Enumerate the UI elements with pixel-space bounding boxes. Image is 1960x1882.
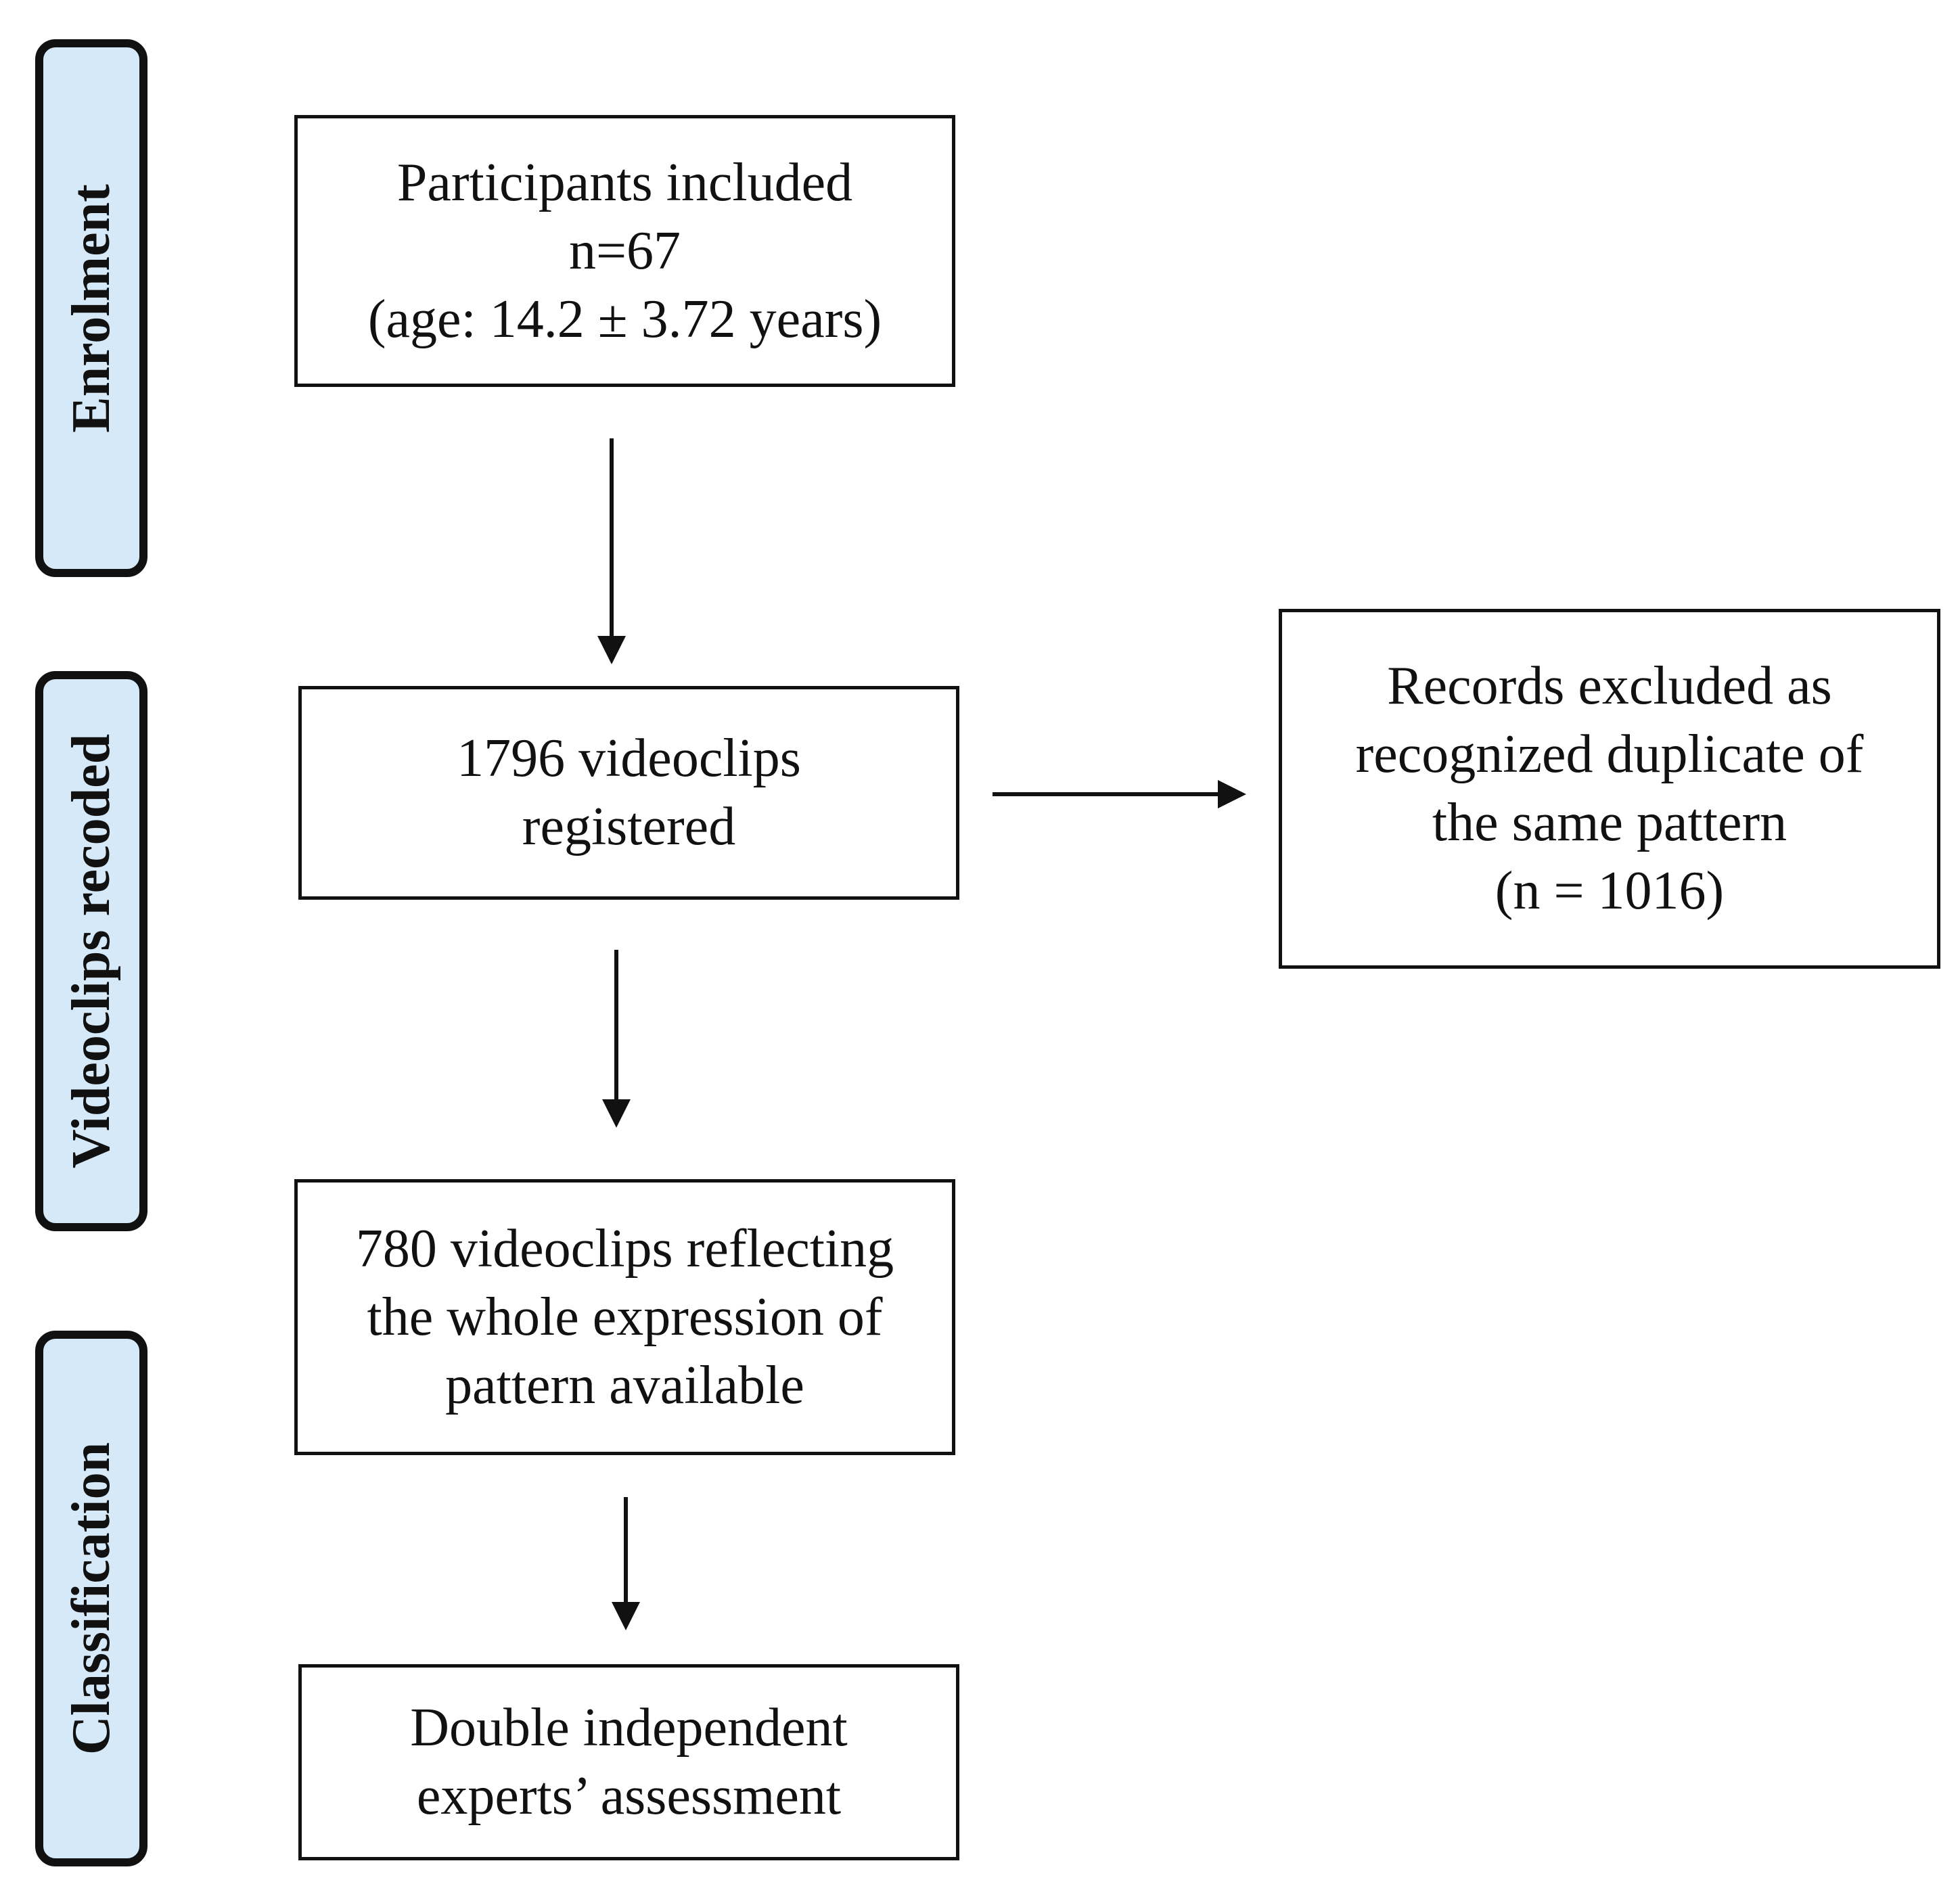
- available-box: 780 videoclips reflecting the whole expr…: [294, 1179, 955, 1455]
- participants-line: (age: 14.2 ± 3.72 years): [367, 289, 882, 349]
- participants-line: n=67: [568, 221, 681, 281]
- stage-label-enrolment: Enrolment: [35, 39, 147, 577]
- participants-box: Participants included n=67 (age: 14.2 ± …: [294, 115, 955, 387]
- available-line: 780 videoclips reflecting: [355, 1218, 894, 1279]
- arrow-available-to-assessment: [612, 1497, 640, 1630]
- stage-label-text: Videoclips recoded: [62, 733, 121, 1169]
- stage-label-text: Classification: [62, 1442, 121, 1755]
- assessment-box: Double independent experts’ assessment: [298, 1664, 959, 1860]
- stage-label-text: Enrolment: [62, 183, 121, 433]
- excluded-line: Records excluded as: [1387, 656, 1832, 716]
- arrow-registered-to-excluded: [993, 780, 1246, 808]
- excluded-line: (n = 1016): [1495, 861, 1725, 921]
- arrow-participants-to-registered: [597, 438, 626, 664]
- participants-line: Participants included: [396, 152, 853, 212]
- available-line: pattern available: [445, 1355, 804, 1415]
- registered-line: 1796 videoclips: [457, 729, 801, 788]
- excluded-line: the same pattern: [1432, 793, 1787, 852]
- assessment-line: Double independent: [410, 1698, 848, 1758]
- stage-label-classification: Classification: [35, 1331, 147, 1866]
- excluded-line: recognized duplicate of: [1355, 725, 1864, 784]
- available-line: the whole expression of: [367, 1287, 883, 1347]
- arrow-registered-to-available: [602, 950, 631, 1128]
- excluded-box: Records excluded as recognized duplicate…: [1279, 609, 1940, 969]
- registered-box: 1796 videoclips registered: [298, 686, 959, 900]
- stage-label-videoclips-recoded: Videoclips recoded: [35, 671, 147, 1231]
- assessment-line: experts’ assessment: [416, 1766, 842, 1826]
- registered-line: registered: [522, 797, 736, 856]
